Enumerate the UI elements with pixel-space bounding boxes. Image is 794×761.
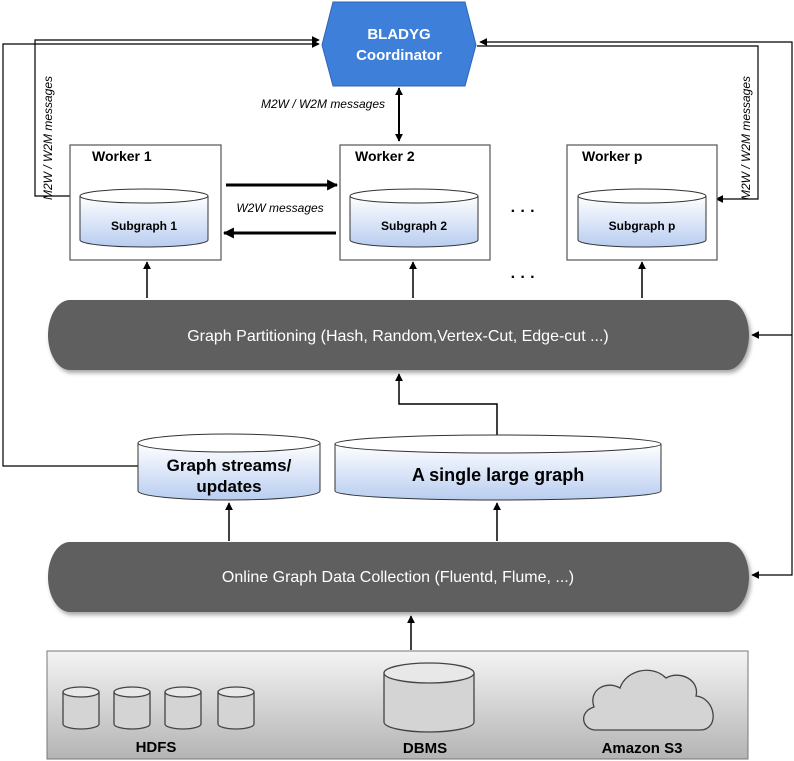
graph-streams-label-line1: Graph streams/ (167, 456, 292, 475)
graph-partitioning-pill: Graph Partitioning (Hash, Random,Vertex-… (48, 300, 749, 370)
hdfs-icon (62, 686, 255, 730)
subgraph-1-cylinder: Subgraph 1 (79, 188, 209, 248)
coordinator-label-line2: Coordinator (356, 47, 442, 64)
dbms-icon (383, 662, 475, 733)
subgraph-p-cylinder: Subgraph p (577, 188, 707, 248)
large-graph-to-partitioning-arrow (395, 373, 498, 438)
subgraph-2-label: Subgraph 2 (381, 219, 447, 233)
w2w-label: W2W messages (236, 201, 323, 215)
workers-ellipsis-upper: · · · (511, 203, 536, 220)
worker-1-title: Worker 1 (92, 148, 152, 164)
coordinator-node: BLADYG Coordinator (321, 1, 477, 87)
coordinator-label-line1: BLADYG (367, 26, 430, 43)
m2w-left-label: M2W / W2M messages (41, 76, 55, 200)
data-collection-pill: Online Graph Data Collection (Fluentd, F… (48, 542, 749, 612)
large-graph-label: A single large graph (412, 465, 584, 485)
coordinator-worker1-connector (34, 36, 320, 200)
data-sources-panel: HDFS DBMS Amazon S3 (46, 650, 749, 760)
subgraph-1-label: Subgraph 1 (111, 219, 177, 233)
workers-ellipsis-lower: · · · (511, 269, 536, 286)
large-graph-cylinder: A single large graph (334, 434, 662, 501)
m2w-center-label: M2W / W2M messages (261, 97, 385, 111)
subgraph-2-cylinder: Subgraph 2 (349, 188, 479, 248)
data-collection-label: Online Graph Data Collection (Fluentd, F… (222, 569, 574, 586)
worker-2-title: Worker 2 (355, 148, 415, 164)
coordinator-workerp-connector (477, 45, 759, 203)
graph-streams-label-line2: updates (196, 477, 261, 496)
graph-streams-cylinder: Graph streams/ updates (137, 433, 321, 501)
amazon-s3-label: Amazon S3 (602, 740, 683, 757)
hdfs-label: HDFS (136, 739, 177, 756)
m2w-right-label: M2W / W2M messages (739, 76, 753, 200)
subgraph-p-label: Subgraph p (609, 219, 676, 233)
dbms-label: DBMS (403, 740, 447, 757)
coordinator-collection-connector (479, 38, 793, 579)
worker-p-title: Worker p (582, 148, 642, 164)
graph-partitioning-label: Graph Partitioning (Hash, Random,Vertex-… (187, 328, 609, 345)
cloud-icon (583, 669, 714, 731)
